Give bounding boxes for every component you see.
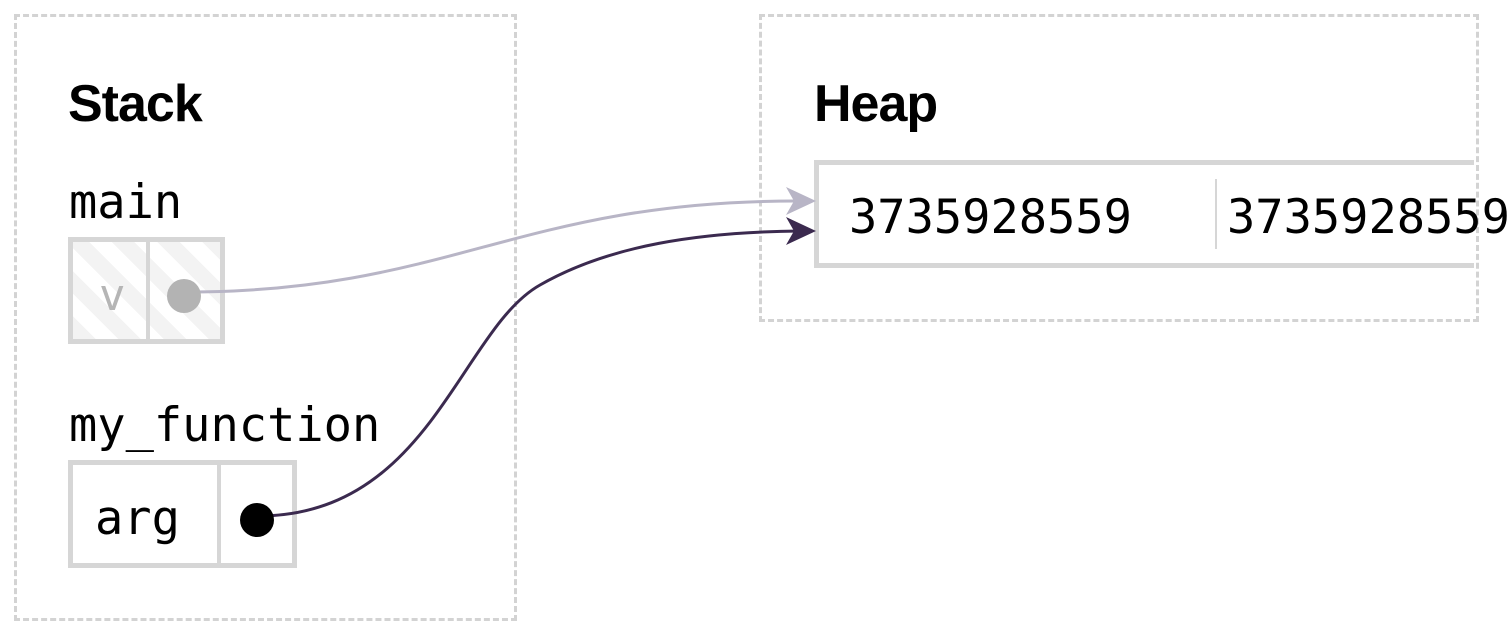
cell-divider	[146, 242, 150, 339]
heap-array: 3735928559 3735928559	[814, 160, 1510, 268]
variable-name-v: v	[99, 270, 126, 321]
frame-name-my-function: my_function	[69, 398, 381, 453]
cell-divider	[217, 465, 221, 563]
frame-name-main: main	[69, 175, 183, 230]
heap-region	[759, 14, 1479, 322]
frame-main-variables: v	[68, 237, 225, 344]
heap-array-value: 3735928559	[1227, 190, 1510, 245]
heap-array-value: 3735928559	[849, 190, 1132, 245]
heap-cell-divider	[1215, 179, 1217, 249]
frame-my-function-variables: arg	[68, 460, 297, 568]
heap-title: Heap	[814, 75, 938, 133]
stack-title: Stack	[68, 75, 203, 133]
variable-name-arg: arg	[95, 491, 180, 546]
